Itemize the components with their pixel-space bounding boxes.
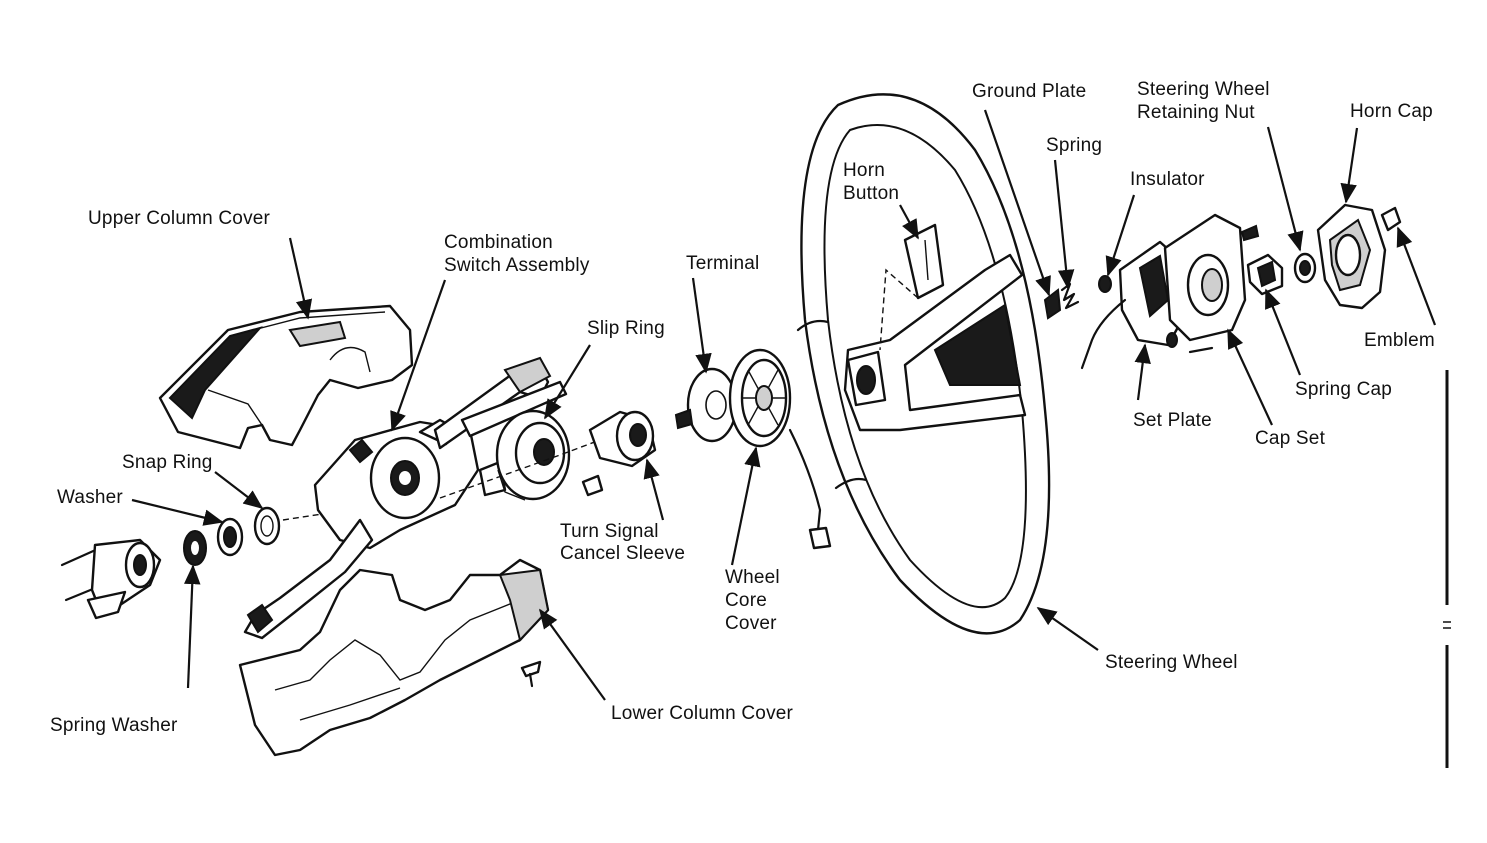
label-spring: Spring	[1046, 135, 1102, 156]
label-horn-button-line1: Horn	[843, 160, 885, 181]
ground-plate-part	[1043, 288, 1062, 320]
slip-ring-part	[495, 409, 571, 501]
label-terminal: Terminal	[686, 253, 759, 274]
page-edge-bar	[1443, 370, 1451, 768]
label-turn-signal-line1: Turn Signal	[560, 521, 659, 542]
terminal-part	[674, 367, 738, 443]
column-axis-line	[439, 439, 601, 499]
label-retaining-nut-line2: Retaining Nut	[1137, 102, 1255, 123]
label-upper-column-cover: Upper Column Cover	[88, 208, 271, 229]
label-steering-wheel: Steering Wheel	[1105, 652, 1238, 673]
label-washer: Washer	[57, 487, 123, 508]
leader-arrows	[131, 109, 1437, 701]
steering-wheel-part	[796, 93, 1051, 635]
label-slip-ring: Slip Ring	[587, 318, 665, 339]
wheel-core-cover-part	[728, 348, 832, 550]
steering-column-shaft	[60, 538, 162, 620]
label-snap-ring: Snap Ring	[122, 452, 213, 473]
label-emblem: Emblem	[1364, 330, 1435, 351]
upper-column-cover-part	[158, 304, 414, 450]
label-set-plate: Set Plate	[1133, 410, 1212, 431]
retaining-nut-part	[1293, 252, 1317, 284]
horn-cap-part	[1316, 203, 1387, 310]
label-horn-button-line2: Button	[843, 183, 899, 204]
label-combination-switch-line2: Switch Assembly	[444, 255, 590, 276]
label-lower-column-cover: Lower Column Cover	[611, 703, 794, 724]
snap-ring-part	[253, 506, 281, 546]
washer-part	[216, 517, 244, 557]
lower-column-cover-part	[238, 558, 550, 757]
label-wheel-core-line1: Wheel	[725, 567, 780, 588]
spring-cap-part	[1240, 224, 1284, 296]
label-combination-switch-line1: Combination	[444, 232, 553, 253]
label-cap-set: Cap Set	[1255, 428, 1326, 449]
turn-signal-cancel-sleeve-part	[581, 410, 657, 497]
spring-washer-part	[183, 530, 207, 566]
label-spring-cap: Spring Cap	[1295, 379, 1392, 400]
label-turn-signal-line2: Cancel Sleeve	[560, 543, 685, 564]
label-ground-plate: Ground Plate	[972, 81, 1086, 102]
label-wheel-core-line3: Cover	[725, 613, 777, 634]
emblem-part	[1380, 206, 1402, 232]
label-retaining-nut-line1: Steering Wheel	[1137, 79, 1270, 100]
label-spring-washer: Spring Washer	[50, 715, 178, 736]
label-horn-cap: Horn Cap	[1350, 101, 1433, 122]
insulator-part	[1098, 275, 1112, 293]
label-insulator: Insulator	[1130, 169, 1205, 190]
label-wheel-core-line2: Core	[725, 590, 767, 611]
cap-set-part	[1163, 213, 1247, 354]
spring-part	[1060, 282, 1080, 310]
